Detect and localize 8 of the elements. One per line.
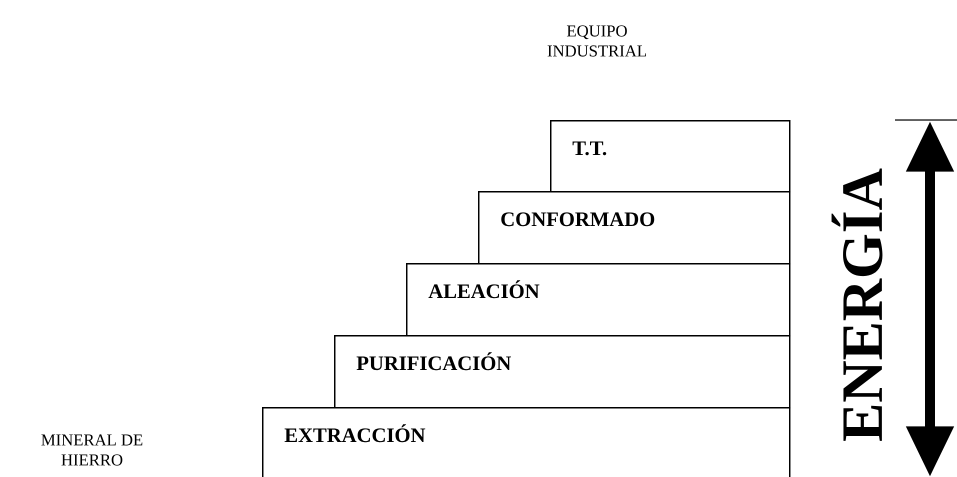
step-box: PURIFICACIÓN [334, 335, 790, 408]
step-box: T.T. [550, 120, 790, 192]
step-box: CONFORMADO [478, 191, 790, 264]
side-label: MINERAL DE HIERRO [41, 434, 142, 466]
step-box: EXTRACCIÓN [262, 407, 790, 477]
vertical-label: ENERGÍA [832, 168, 882, 441]
top-label: EQUIPO INDUSTRIAL [548, 25, 646, 57]
step-box: ALEACIÓN [406, 263, 790, 336]
